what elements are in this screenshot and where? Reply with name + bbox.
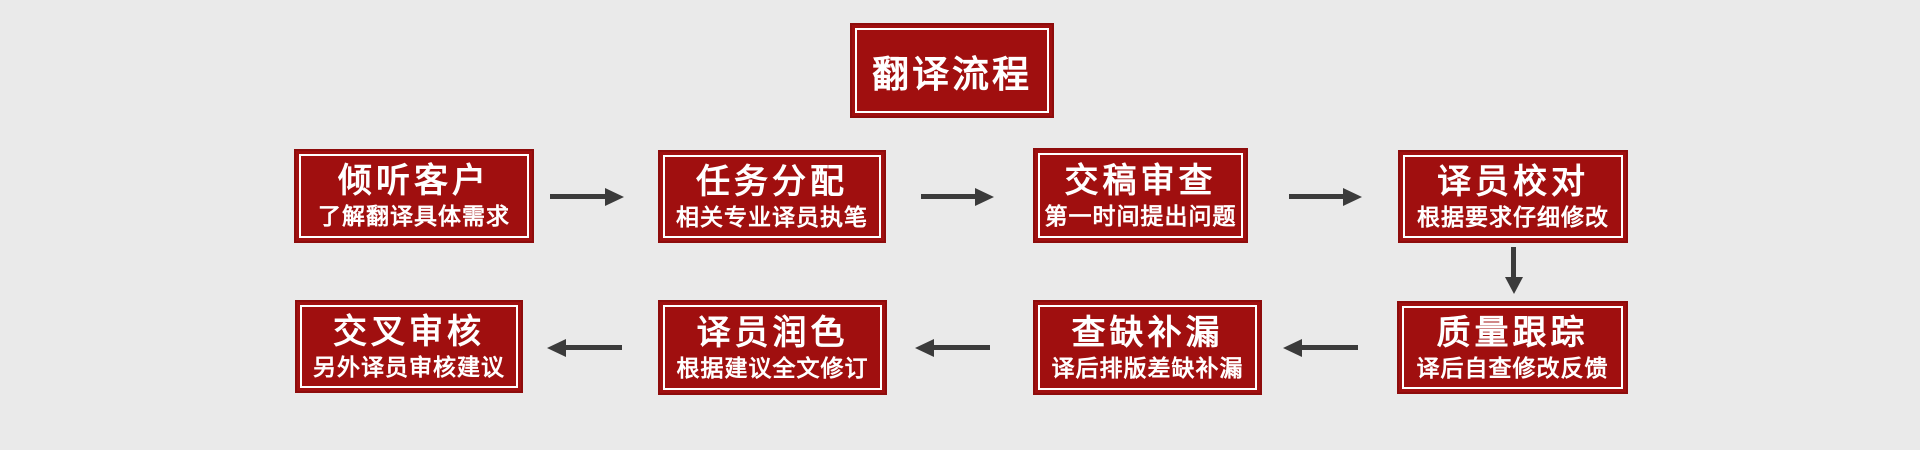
step-title: 倾听客户 <box>338 162 490 201</box>
flowchart-title-box: 翻译流程 <box>850 23 1054 118</box>
flowchart-title: 翻译流程 <box>872 53 1032 95</box>
step-subtitle: 译后自查修改反馈 <box>1416 354 1609 381</box>
step-subtitle: 第一时间提出问题 <box>1044 202 1237 229</box>
arrow-down-icon <box>1511 247 1516 277</box>
step-title: 译员润色 <box>696 313 849 352</box>
step-title: 质量跟踪 <box>1436 313 1589 352</box>
flow-step-listen: 倾听客户 了解翻译具体需求 <box>294 149 534 243</box>
arrow-left-icon <box>566 345 622 350</box>
step-title: 查缺补漏 <box>1071 313 1224 352</box>
flow-step-cross: 交叉审核 另外译员审核建议 <box>295 300 523 393</box>
arrow-right-icon <box>550 194 605 199</box>
step-subtitle: 了解翻译具体需求 <box>318 203 510 230</box>
arrow-right-icon <box>1289 194 1343 199</box>
step-subtitle: 另外译员审核建议 <box>313 353 505 380</box>
step-subtitle: 根据要求仔细修改 <box>1417 203 1609 230</box>
flow-step-quality: 质量跟踪 译后自查修改反馈 <box>1397 301 1628 394</box>
flow-step-assign: 任务分配 相关专业译员执笔 <box>658 150 886 243</box>
step-title: 交稿审查 <box>1064 161 1217 200</box>
step-title: 译员校对 <box>1437 162 1589 201</box>
flow-step-gaps: 查缺补漏 译后排版差缺补漏 <box>1033 300 1262 395</box>
step-title: 交叉审核 <box>333 312 485 351</box>
flow-step-proofread: 译员校对 根据要求仔细修改 <box>1398 150 1628 243</box>
step-subtitle: 相关专业译员执笔 <box>676 203 868 230</box>
arrow-left-icon <box>934 345 990 350</box>
step-title: 任务分配 <box>696 162 848 201</box>
step-subtitle: 根据建议全文修订 <box>676 354 869 381</box>
arrow-left-icon <box>1302 345 1358 350</box>
flow-step-review: 交稿审查 第一时间提出问题 <box>1033 148 1248 243</box>
flow-step-polish: 译员润色 根据建议全文修订 <box>658 300 887 395</box>
step-subtitle: 译后排版差缺补漏 <box>1051 354 1244 381</box>
arrow-right-icon <box>921 194 975 199</box>
